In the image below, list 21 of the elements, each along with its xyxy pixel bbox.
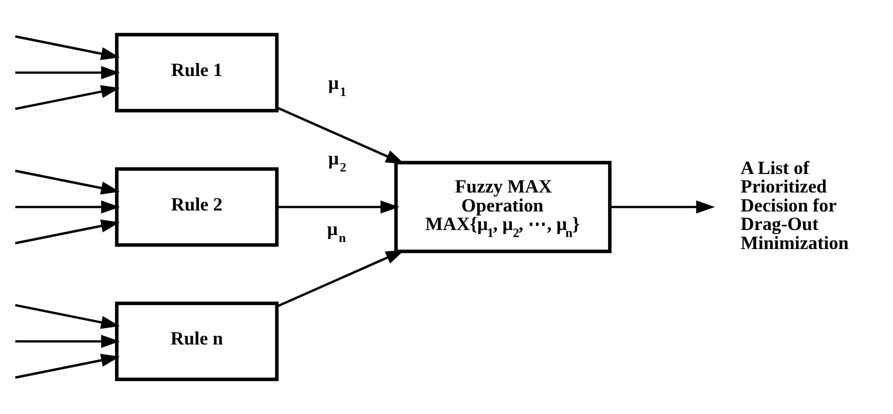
node-text: A List of Prioritized Decision for Drag-Out Minimization [740,158,848,254]
node-box: Rule 2 [114,167,278,247]
arrow [14,334,120,348]
edge-label: μ$_{1}$ [328,72,346,99]
arrow [276,250,404,308]
arrow [14,200,120,214]
arrow [276,106,404,164]
arrow [14,304,120,329]
arrow [14,219,120,244]
edge-label: μ$_{n}$ [326,218,346,245]
arrow [14,354,120,379]
node-box: Fuzzy MAX Operation MAX{μ$_{1}$, μ$_{2}$, ⋯, μ$_{n}$} [394,160,612,254]
arrow [276,200,399,214]
node-box: Rule 1 [114,32,278,112]
node-box: Rule n [114,302,278,382]
arrow [14,66,120,80]
arrow [14,85,120,110]
arrow [610,200,714,214]
arrow [14,35,120,60]
edge-label: μ$_{2}$ [328,148,346,175]
arrow [14,170,120,195]
